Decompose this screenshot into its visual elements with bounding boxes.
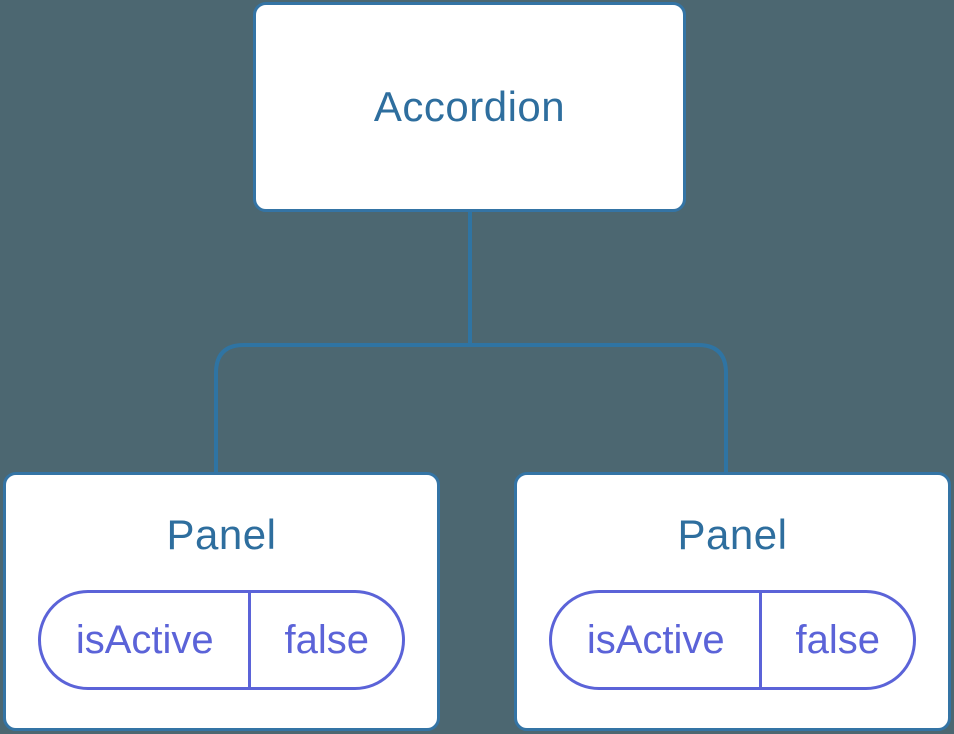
connector-branch <box>214 343 728 472</box>
state-name: isActive <box>552 593 763 687</box>
node-accordion: Accordion <box>253 2 686 212</box>
node-panel-2: Panel isActive false <box>514 472 951 731</box>
state-value: false <box>795 617 880 662</box>
node-panel-2-state-pill: isActive false <box>549 590 916 690</box>
node-panel-1-state-pill: isActive false <box>38 590 405 690</box>
state-value: false <box>284 617 369 662</box>
node-panel-1: Panel isActive false <box>3 472 440 731</box>
node-accordion-label: Accordion <box>373 83 566 130</box>
state-name: isActive <box>41 593 252 687</box>
node-panel-2-label: Panel <box>677 511 788 558</box>
node-panel-1-label: Panel <box>166 511 277 558</box>
